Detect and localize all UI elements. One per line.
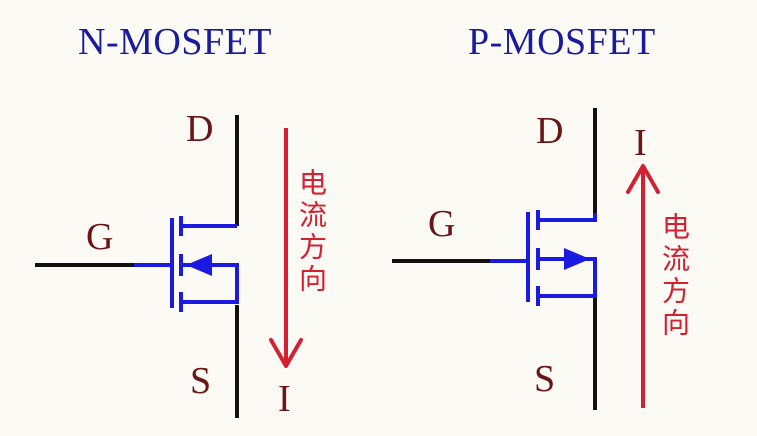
p-mosfet-current-direction-text: 电流方向 <box>658 212 691 340</box>
p-mosfet-drain-connect <box>538 213 597 222</box>
p-mosfet-current-label: I <box>634 122 647 164</box>
p-mosfet-body-arrow <box>564 248 590 270</box>
n-mosfet-source-label: S <box>190 360 212 402</box>
p-mosfet-current-arrow <box>626 164 660 408</box>
p-mosfet-source-label: S <box>534 358 556 400</box>
n-mosfet-current-label: I <box>278 378 291 420</box>
n-mosfet-drain-label: D <box>186 108 214 150</box>
p-mosfet-symbol <box>392 108 597 410</box>
n-mosfet-current-arrow <box>269 128 303 368</box>
p-mosfet-drain-label: D <box>536 110 564 152</box>
p-mosfet-gate-label: G <box>428 203 456 245</box>
p-mosfet-title: P-MOSFET <box>468 21 656 63</box>
n-mosfet-current-direction-text: 电流方向 <box>295 168 328 296</box>
n-mosfet-symbol <box>35 115 239 418</box>
n-mosfet-body-arrow <box>186 254 212 276</box>
n-mosfet-title: N-MOSFET <box>78 21 273 63</box>
n-mosfet-gate-label: G <box>86 216 114 258</box>
n-mosfet-current-head <box>269 338 303 368</box>
p-mosfet-current-head <box>626 164 660 194</box>
